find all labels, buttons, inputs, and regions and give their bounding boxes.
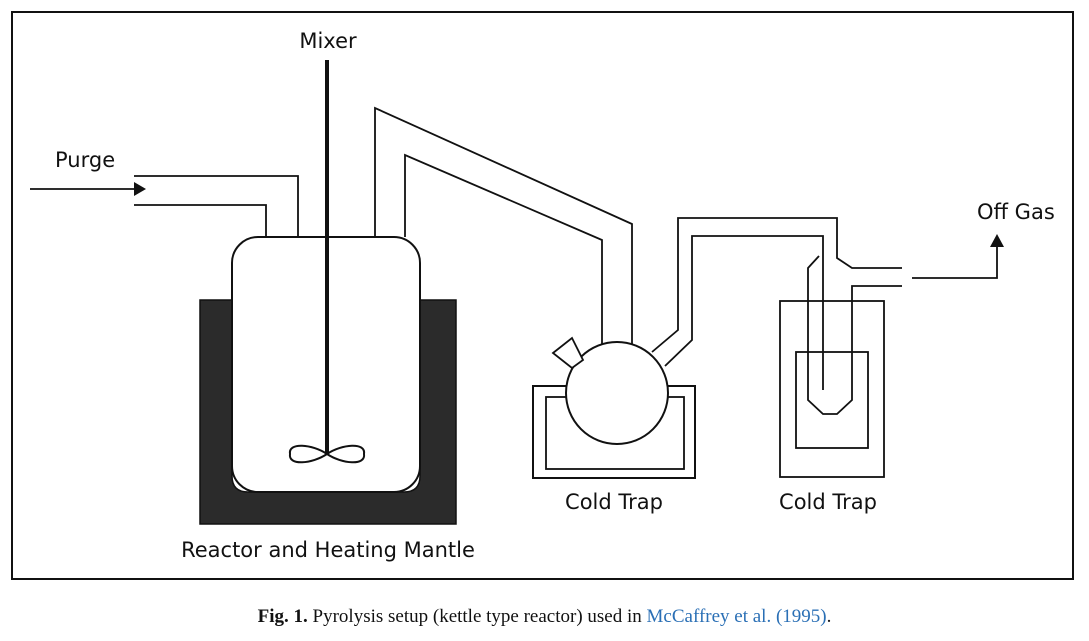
impeller-blades [288, 444, 366, 464]
off-gas-outlet [912, 234, 1004, 279]
cold-trap-2-label: Cold Trap [779, 490, 877, 514]
mixer-shaft [288, 60, 366, 464]
round-flask [565, 341, 669, 445]
caption-label: Fig. 1. [257, 606, 308, 627]
caption-reference-link[interactable]: McCaffrey et al. (1995) [646, 606, 827, 627]
cold-trap-2-bath-inner [795, 351, 869, 449]
mixer-label: Mixer [299, 29, 357, 53]
reactor-label: Reactor and Heating Mantle [181, 538, 475, 562]
pyrolysis-setup-diagram: Mixer Purge Off Gas Cold Trap Cold Trap … [11, 11, 1074, 580]
cold-trap-2 [779, 300, 885, 478]
cold-trap-1 [532, 336, 696, 479]
caption-end: . [826, 606, 832, 627]
vapor-outlet-pipe [374, 106, 633, 345]
cold-trap-2-bath-outer [779, 300, 885, 478]
figure-frame [11, 11, 1074, 580]
caption-text: Pyrolysis setup (kettle type reactor) us… [312, 606, 642, 627]
flask-side-neck [551, 336, 585, 370]
off-gas-label: Off Gas [977, 200, 1055, 224]
cold-trap-1-label: Cold Trap [565, 490, 663, 514]
figure-caption: Fig. 1. Pyrolysis setup (kettle type rea… [0, 606, 1089, 628]
inter-trap-pipe [651, 217, 902, 415]
purge-label: Purge [55, 148, 115, 172]
purge-inlet-pipe [30, 175, 299, 237]
